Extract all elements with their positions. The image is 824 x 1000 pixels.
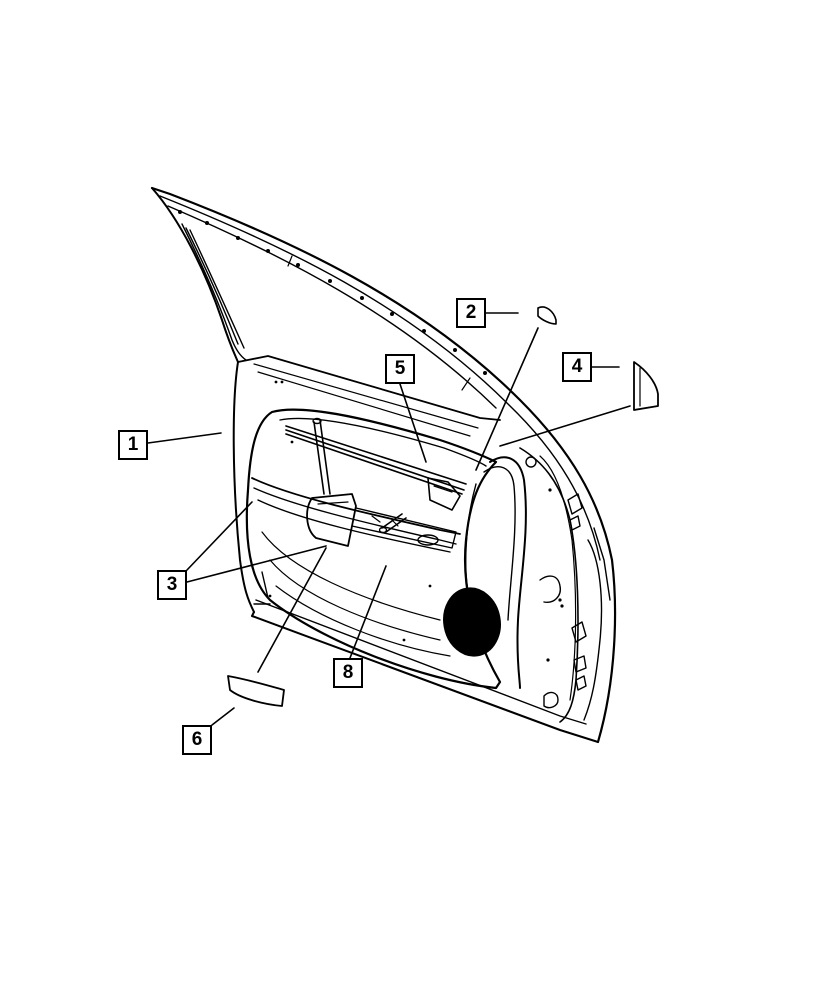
door-hinge-face xyxy=(519,447,611,723)
door-shell xyxy=(150,186,617,744)
callout-8: 8 xyxy=(333,658,363,688)
callout-4: 4 xyxy=(562,352,592,382)
callout-5: 5 xyxy=(385,354,415,384)
leader-lines xyxy=(147,312,631,726)
part-2-plug xyxy=(537,306,557,325)
part-6-bezel xyxy=(227,675,285,707)
callout-6: 6 xyxy=(182,725,212,755)
door-trim-panel xyxy=(245,380,527,690)
callout-3: 3 xyxy=(157,570,187,600)
callout-2: 2 xyxy=(456,298,486,328)
callout-1: 1 xyxy=(118,430,148,460)
part-4-cover xyxy=(633,361,659,411)
